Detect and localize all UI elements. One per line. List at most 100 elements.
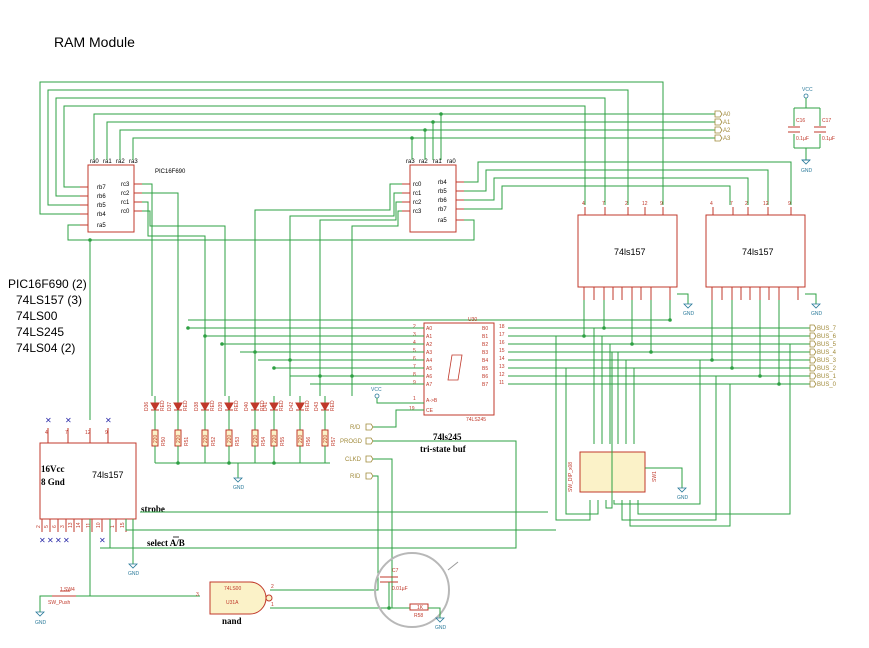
led-ref: D43: [314, 402, 320, 411]
resistor-ref: R51: [184, 437, 190, 446]
pic-left-pin-ra2: ra2: [116, 159, 125, 165]
mux-right: 74ls157 4 7 2 12 9 GND: [705, 201, 823, 317]
gnd-label: GND: [811, 311, 823, 317]
pic-left-pin-rc0: rc0: [121, 209, 130, 215]
resistor-value: 220: [298, 434, 304, 443]
control-labels: R/D PROGD CLKD RID: [100, 423, 517, 609]
res-r58-ref: R58: [414, 613, 423, 619]
pic-right-pin-rb5: rb5: [438, 189, 447, 195]
pin-num: 3: [413, 332, 416, 338]
bus-labels: BUS_7 BUS_6 BUS_5 BUS_4 BUS_3 BUS_2 BUS_…: [809, 324, 837, 388]
dip-switch-ref: SW_DIP_x08: [568, 462, 574, 492]
pin-b6: B6: [482, 374, 488, 380]
mux-bottom-pin-num: 2: [36, 525, 42, 528]
led-icon: [269, 402, 279, 412]
rc-circuit: C7 0.01µF 1K R58 GND: [374, 552, 459, 631]
resistor-value: 220: [176, 434, 182, 443]
mux-right-body: [705, 214, 806, 288]
bus-label-2: BUS_2: [817, 366, 837, 372]
pin-num: 14: [499, 356, 505, 362]
nand-gate-body: [209, 581, 267, 615]
pic-right-pin-rb6: rb6: [438, 198, 447, 204]
led-ref: D39: [218, 402, 224, 411]
bus-label: BUS_7: [809, 324, 837, 332]
mux-bottom: 74ls157 16Vcc 8 Gnd strobe 4 7 12 9 ✕ ✕ …: [36, 416, 556, 597]
pic-right-pin-ra3: ra3: [406, 159, 415, 165]
page-title: RAM Module: [54, 34, 135, 50]
bus-label: BUS_6: [809, 332, 837, 340]
bus-label: BUS_0: [809, 380, 837, 388]
mux-right-top-pin: 7: [730, 201, 733, 207]
pin-b7: B7: [482, 382, 488, 388]
mux-bottom-pin-num: 6: [52, 525, 58, 528]
pic-left-pin-ra1: ra1: [103, 159, 112, 165]
transceiver-dir-num: 1: [413, 396, 416, 402]
led-color: RED: [305, 400, 311, 411]
pin-a1: A1: [426, 334, 432, 340]
gnd-label: GND: [801, 168, 813, 174]
mux-bottom-pin-num: 15: [120, 522, 126, 528]
mux-left-top-pin: 4: [582, 201, 585, 207]
cap-c17-ref: C17: [822, 118, 831, 124]
address-label: A3: [714, 134, 731, 142]
push-switch: 1 SW4 SW_Push GND: [35, 587, 90, 626]
parts-list: PIC16F690 (2) 74LS157 (3) 74LS00 74LS245…: [8, 276, 87, 356]
bus-label-5: BUS_5: [817, 342, 837, 348]
led-ref: D36: [144, 402, 150, 411]
resistor-value: 220: [227, 434, 233, 443]
mux-right-top-pin: 2: [745, 201, 748, 207]
gnd-label: GND: [677, 495, 689, 501]
no-connect-icon: ✕: [65, 416, 72, 425]
pic-left-pin-rb6: rb6: [97, 194, 106, 200]
resistor-ref: R56: [306, 437, 312, 446]
mux-bottom-top-pin: 7: [65, 430, 68, 436]
mux-left-top-pin: 7: [602, 201, 605, 207]
transceiver-oe-label: CE: [426, 408, 434, 414]
pin-a0: A0: [426, 326, 432, 332]
mux-bottom-pin-num: 3: [60, 525, 66, 528]
led-icon: [173, 402, 183, 412]
pic-right-pin-rb4: rb4: [438, 180, 447, 186]
led-ref: D42: [289, 402, 295, 411]
pic-to-led-wires: [142, 183, 402, 396]
mux-left-top-pin: 9: [660, 201, 663, 207]
pin-num: 7: [413, 364, 416, 370]
pin-b2: B2: [482, 342, 488, 348]
pin-b0: B0: [482, 326, 488, 332]
bus-label: BUS_3: [809, 356, 837, 364]
bus-label-4: BUS_4: [817, 350, 837, 356]
gnd-label: GND: [128, 571, 140, 577]
mux-bottom-power-gnd: 8 Gnd: [41, 477, 65, 487]
pin-a4: A4: [426, 358, 432, 364]
transceiver-caption-sub: tri-state buf: [420, 444, 467, 454]
resistor-value: 220: [323, 434, 329, 443]
pin-b1: B1: [482, 334, 488, 340]
resistor-ref: R57: [331, 437, 337, 446]
pic-right-pin-rc3: rc3: [413, 209, 422, 215]
nand-caption: nand: [222, 616, 242, 626]
transceiver-b-pins: B0 B1 B2 B3 B4 B5 B6 B7 18 17 16 15 14 1…: [482, 324, 505, 388]
mux-bottom-body: [39, 442, 137, 520]
transceiver-caption: 74ls245: [433, 432, 462, 442]
mux-bottom-pin-num: 10: [96, 522, 102, 528]
decoupling-caps: VCC C16 0.1µF C17 0.1µF GND: [788, 87, 835, 174]
bus-label: BUS_5: [809, 340, 837, 348]
cap-c16-ref: C16: [796, 118, 805, 124]
address-labels: A0 A1 A2 A3: [714, 110, 731, 142]
pin-a5: A5: [426, 366, 432, 372]
address-label-a2: A2: [723, 128, 731, 134]
gnd-label: GND: [233, 485, 245, 491]
label-clkd: CLKD: [345, 457, 362, 463]
gnd-label: GND: [35, 620, 47, 626]
dip-switch: SW_DIP_x08 SW1 GND: [555, 328, 791, 527]
led-icon: [295, 402, 305, 412]
nand-ref: U31A: [226, 600, 239, 606]
pic-left-pin-rb5: rb5: [97, 203, 106, 209]
pic-left-pin-ra5: ra5: [97, 223, 106, 229]
pic-right-pin-rc1: rc1: [413, 191, 422, 197]
pic-left-pin-rc1: rc1: [121, 200, 130, 206]
